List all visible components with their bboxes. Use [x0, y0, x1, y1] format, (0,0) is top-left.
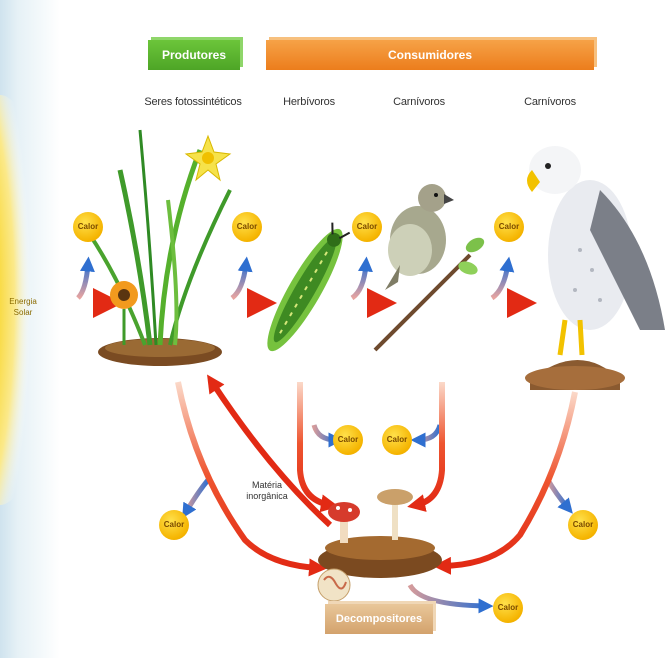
- carnivores2-subheader: Carnívoros: [524, 96, 576, 108]
- heat-arrow-6: [418, 425, 440, 440]
- heat-badge-8: Calor: [568, 510, 598, 540]
- heat-arrow-2: [232, 264, 246, 298]
- small-bird-icon: [375, 184, 487, 350]
- decomposers-header: Decompositores: [325, 604, 433, 634]
- heat-badge-2: Calor: [232, 212, 262, 242]
- caterpillar-icon: [256, 220, 355, 359]
- sun-label: Energia Solar: [6, 296, 40, 318]
- heat-arrow-1: [78, 264, 88, 298]
- heat-badge-7: Calor: [159, 510, 189, 540]
- herbivores-subheader: Herbívoros: [283, 96, 335, 108]
- heat-badge-9: Calor: [493, 593, 523, 623]
- arrow-herbivore-to-decomposers: [300, 382, 330, 505]
- heat-badge-1: Calor: [73, 212, 103, 242]
- arrow-carnivore-to-decomposers: [416, 382, 442, 505]
- heat-arrow-3: [352, 264, 366, 298]
- producers-subheader: Seres fotossintéticos: [144, 96, 241, 108]
- heat-badge-4: Calor: [494, 212, 524, 242]
- carnivores1-subheader: Carnívoros: [393, 96, 445, 108]
- consumers-header: Consumidores: [266, 40, 594, 70]
- eagle-icon: [525, 146, 665, 390]
- arrow-eagle-to-decomposers: [442, 392, 575, 566]
- heat-badge-6: Calor: [382, 425, 412, 455]
- producers-header: Produtores: [148, 40, 240, 70]
- inorganic-matter-label: Matéria inorgânica: [238, 480, 296, 502]
- heat-arrow-4: [492, 264, 508, 298]
- heat-badge-5: Calor: [333, 425, 363, 455]
- heat-badge-3: Calor: [352, 212, 382, 242]
- heat-arrow-7: [186, 480, 208, 512]
- heat-arrow-8: [548, 480, 568, 508]
- flower-plant-icon: [90, 130, 230, 366]
- arrow-inorganic-matter-to-producer: [212, 382, 330, 525]
- heat-arrow-9: [410, 585, 486, 606]
